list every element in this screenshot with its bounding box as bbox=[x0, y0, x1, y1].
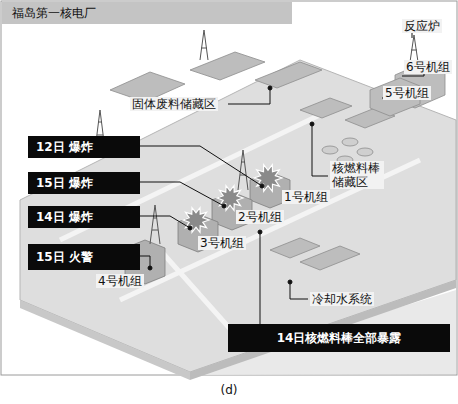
part-label: 反应炉 bbox=[402, 19, 442, 33]
explosion-star bbox=[254, 165, 282, 192]
part-label: 冷却水系统 bbox=[310, 292, 374, 306]
leader-lines bbox=[140, 26, 424, 324]
caption: (d) bbox=[0, 383, 458, 397]
part-label: 核燃料棒 储藏区 bbox=[330, 161, 384, 189]
lattice-tower bbox=[95, 30, 418, 244]
slab-edge bbox=[190, 280, 456, 380]
part-label: 2号机组 bbox=[236, 210, 284, 224]
event-box: 12日 爆炸 bbox=[28, 136, 140, 158]
event-box: 15日 火警 bbox=[28, 244, 140, 270]
title: 福岛第一核电厂 bbox=[12, 6, 96, 20]
ground-slab bbox=[20, 60, 456, 372]
event-box: 14日 爆炸 bbox=[28, 206, 140, 228]
part-label: 4号机组 bbox=[96, 274, 144, 288]
buildings bbox=[110, 52, 445, 270]
part-label: 1号机组 bbox=[282, 190, 330, 204]
event-text: 15日 火警 bbox=[36, 249, 93, 265]
event-text: 15日 爆炸 bbox=[36, 175, 93, 191]
part-label: 6号机组 bbox=[404, 60, 452, 74]
part-label: 3号机组 bbox=[198, 236, 246, 250]
event-box: 15日 爆炸 bbox=[28, 172, 140, 194]
part-label: 固体废料储藏区 bbox=[130, 97, 218, 111]
slab-edge bbox=[20, 300, 190, 380]
event-box: 14日核燃料棒全部暴露 bbox=[228, 324, 450, 352]
event-text: 14日核燃料棒全部暴露 bbox=[277, 330, 402, 346]
event-text: 12日 爆炸 bbox=[36, 139, 93, 155]
frame bbox=[1, 1, 457, 375]
explosion-star bbox=[183, 208, 209, 233]
event-text: 14日 爆炸 bbox=[36, 209, 93, 225]
title-band: 福岛第一核电厂 bbox=[2, 2, 292, 24]
explosion-star bbox=[217, 186, 243, 211]
part-label: 5号机组 bbox=[383, 86, 431, 100]
